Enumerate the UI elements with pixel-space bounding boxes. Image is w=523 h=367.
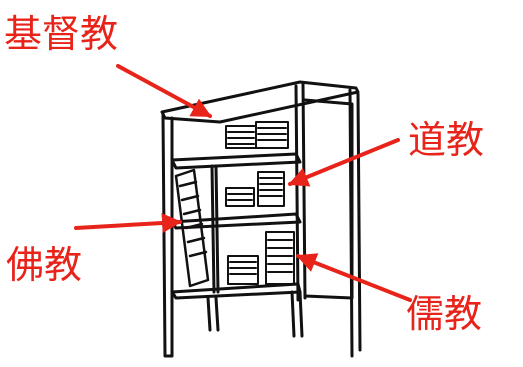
label-christianity: 基督教 [4, 12, 119, 56]
shelf-left-post [161, 112, 174, 358]
books-leaning-left [174, 168, 210, 288]
books-bottom-shelf [227, 231, 295, 285]
label-buddhism: 佛教 [6, 243, 83, 287]
books-top-shelf [225, 121, 289, 149]
label-confucianism: 儒教 [406, 292, 483, 336]
arrow-taoism [288, 138, 400, 187]
shelf-right-post [294, 84, 300, 302]
shelf-legs [206, 290, 304, 338]
shelf-top [160, 80, 360, 124]
books-middle-shelf [225, 171, 285, 207]
bookshelf-icon [160, 80, 362, 358]
arrow-confucianism [296, 253, 412, 302]
arrow-christianity [116, 64, 212, 118]
arrow-buddhism [74, 213, 182, 234]
shelf-inner-divider [210, 164, 220, 294]
label-taoism: 道教 [408, 118, 485, 162]
shelf-side-panel [303, 98, 354, 300]
shelf-board-1 [170, 152, 302, 170]
